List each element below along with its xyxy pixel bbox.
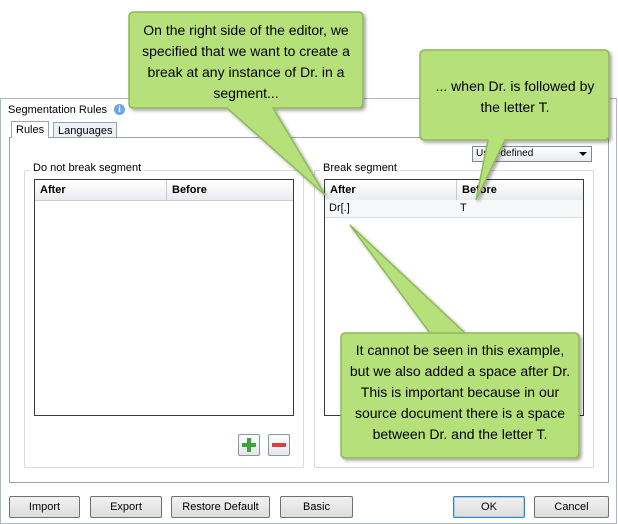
ok-button[interactable]: OK bbox=[453, 496, 525, 518]
cell-after[interactable]: Dr[.] bbox=[329, 202, 350, 214]
plus-icon bbox=[242, 438, 256, 452]
do-not-break-group bbox=[24, 170, 304, 468]
callout-top-left-text: On the right side of the editor, we spec… bbox=[142, 22, 350, 101]
do-not-break-label: Do not break segment bbox=[30, 162, 145, 174]
cell-before[interactable]: T bbox=[460, 202, 467, 214]
tab-languages[interactable]: Languages bbox=[53, 122, 118, 138]
callout-bottom bbox=[340, 224, 580, 459]
cancel-button[interactable]: Cancel bbox=[534, 496, 609, 518]
do-not-break-table[interactable]: After Before bbox=[34, 179, 294, 416]
column-header-before[interactable]: Before bbox=[166, 180, 293, 200]
break-segment-label: Break segment bbox=[320, 162, 400, 174]
export-button[interactable]: Export bbox=[90, 496, 162, 518]
table-row[interactable]: Dr[.] T bbox=[325, 200, 583, 218]
minus-icon bbox=[272, 443, 286, 447]
callout-top-right-text: ... when Dr. is followed by the letter T… bbox=[435, 78, 595, 115]
callout-top-right bbox=[419, 49, 610, 201]
rules-type-select[interactable]: User-defined bbox=[472, 146, 592, 162]
basic-button[interactable]: Basic bbox=[280, 496, 353, 518]
add-rule-button[interactable] bbox=[238, 434, 260, 456]
import-button[interactable]: Import bbox=[9, 496, 80, 518]
rules-type-select-value: User-defined bbox=[476, 148, 534, 159]
info-icon[interactable]: i bbox=[114, 104, 125, 115]
break-segment-group bbox=[314, 170, 594, 468]
table-header: After Before bbox=[35, 180, 293, 201]
tab-rules[interactable]: Rules bbox=[11, 121, 50, 138]
column-header-after[interactable]: After bbox=[40, 184, 66, 196]
callout-top-left bbox=[128, 11, 364, 196]
restore-default-button[interactable]: Restore Default bbox=[171, 496, 270, 518]
remove-rule-button[interactable] bbox=[268, 434, 290, 456]
dialog-title: Segmentation Rules bbox=[8, 104, 108, 116]
chevron-down-icon bbox=[579, 152, 587, 156]
column-header-after[interactable]: After bbox=[330, 184, 356, 196]
callout-bottom-text: It cannot be seen in this example, but w… bbox=[349, 342, 571, 442]
